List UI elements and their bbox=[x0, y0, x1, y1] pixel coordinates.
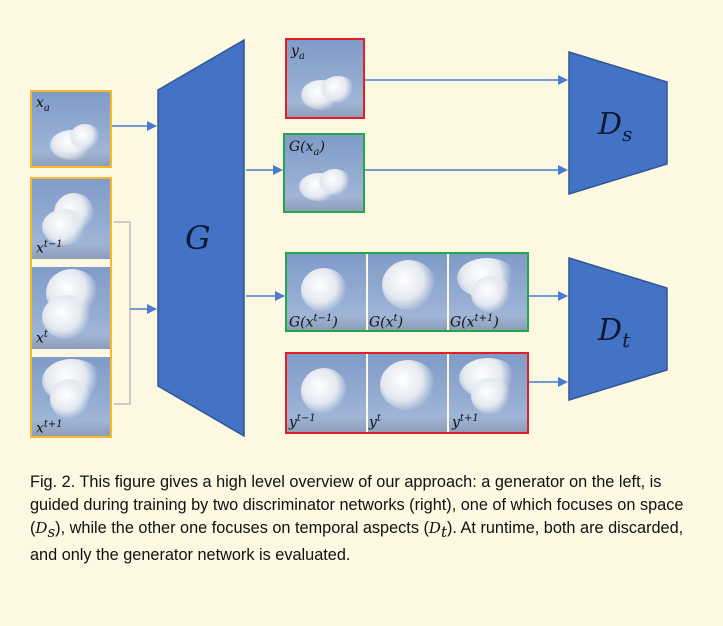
g-cur-label: G(xt) bbox=[369, 313, 404, 331]
xa-label: xa bbox=[36, 95, 50, 114]
generated-sequence-frame bbox=[285, 252, 529, 332]
generator-shape bbox=[157, 38, 245, 438]
frame-x-cur bbox=[32, 267, 110, 349]
y-prev-label: yt−1 bbox=[289, 413, 316, 431]
x-next-label: xt+1 bbox=[36, 419, 63, 437]
real-frame-next bbox=[449, 354, 527, 432]
x-cur-label: xt bbox=[36, 329, 48, 347]
x-prev-label: xt−1 bbox=[36, 239, 63, 257]
figure-caption: Fig. 2. This figure gives a high level o… bbox=[30, 473, 684, 565]
input-xa-frame bbox=[30, 90, 112, 168]
ya-label: ya bbox=[291, 43, 305, 62]
generated-gxa-frame bbox=[283, 133, 365, 213]
input-sequence-frame bbox=[30, 177, 112, 438]
frame-x-next bbox=[32, 357, 110, 436]
frame-x-prev bbox=[32, 179, 110, 259]
real-frame-prev bbox=[287, 354, 366, 432]
real-ya-frame bbox=[285, 38, 365, 119]
real-sequence-frame bbox=[285, 352, 529, 434]
real-frame-cur bbox=[368, 354, 447, 432]
g-prev-label: G(xt−1) bbox=[289, 313, 338, 331]
y-cur-label: yt bbox=[369, 413, 381, 431]
dt-label: Dt bbox=[598, 313, 631, 352]
discriminator-time-shape bbox=[568, 256, 668, 402]
gxa-label: G(xa) bbox=[289, 139, 325, 158]
gen-frame-next bbox=[449, 254, 527, 330]
ds-label: Ds bbox=[598, 107, 633, 146]
discriminator-space-shape bbox=[568, 50, 668, 196]
gen-frame-cur bbox=[368, 254, 447, 330]
gen-frame-prev bbox=[287, 254, 366, 330]
sequence-bracket bbox=[114, 221, 131, 405]
y-next-label: yt+1 bbox=[452, 413, 479, 431]
g-next-label: G(xt+1) bbox=[450, 313, 499, 331]
generator-label: G bbox=[185, 219, 211, 257]
